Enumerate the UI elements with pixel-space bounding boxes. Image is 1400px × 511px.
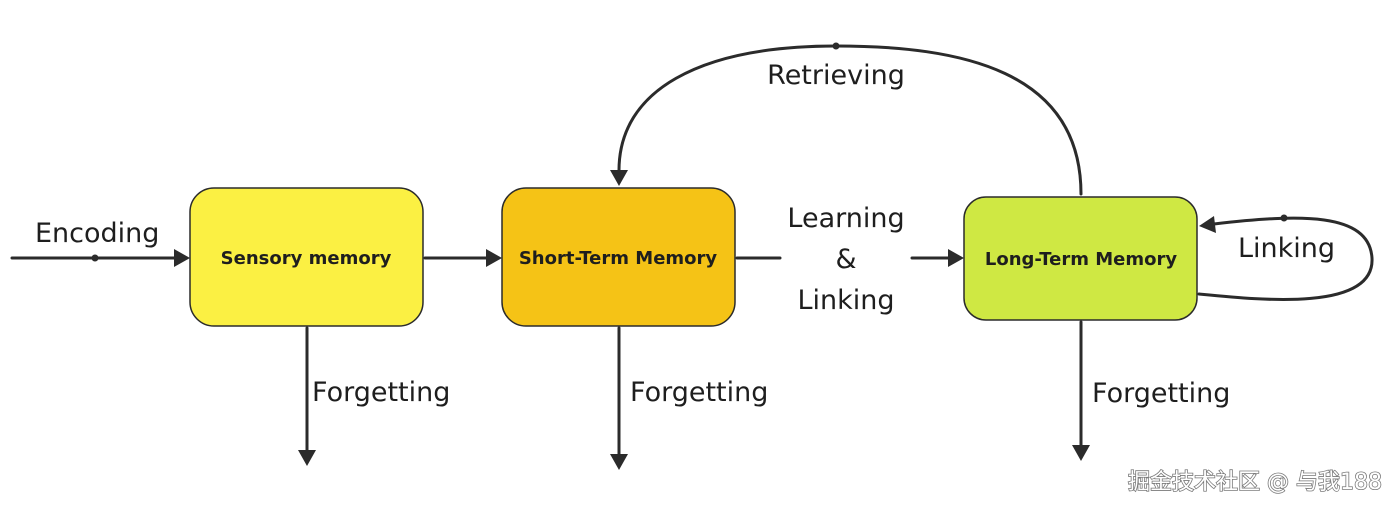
retrieving-arrow xyxy=(610,42,1083,196)
long-term-memory-label: Long-Term Memory xyxy=(985,249,1177,270)
ampersand-label: & xyxy=(835,244,856,275)
learning-label: Learning xyxy=(787,203,904,234)
long-term-memory-box xyxy=(963,196,1198,321)
forgetting-long-term-label: Forgetting xyxy=(1092,378,1230,409)
linking-loop-arrow xyxy=(1197,214,1374,301)
encoding-arrow xyxy=(10,249,190,267)
short-term-memory-node: Short-Term Memory xyxy=(501,187,736,327)
learning-linking-arrow xyxy=(735,249,964,267)
short-term-memory-box xyxy=(501,187,736,327)
sensory-to-short-term-arrow xyxy=(423,249,502,267)
encoding-label: Encoding xyxy=(35,218,159,249)
sensory-memory-box xyxy=(189,187,424,327)
retrieving-label: Retrieving xyxy=(767,60,905,91)
sensory-memory-node: Sensory memory xyxy=(189,187,424,327)
forgetting-long-term-arrow xyxy=(1072,320,1090,461)
forgetting-short-term-arrow xyxy=(610,326,628,470)
sensory-memory-label: Sensory memory xyxy=(221,248,392,269)
forgetting-sensory-arrow xyxy=(298,326,316,466)
forgetting-short-term-label: Forgetting xyxy=(630,377,768,408)
forgetting-sensory-label: Forgetting xyxy=(312,377,450,408)
short-term-memory-label: Short-Term Memory xyxy=(519,248,718,269)
watermark-text: 掘金技术社区 @ 与我188 xyxy=(1128,470,1382,495)
linking-label: Linking xyxy=(797,285,894,316)
long-term-memory-node: Long-Term Memory xyxy=(963,196,1198,321)
linking-loop-label: Linking xyxy=(1238,233,1335,264)
